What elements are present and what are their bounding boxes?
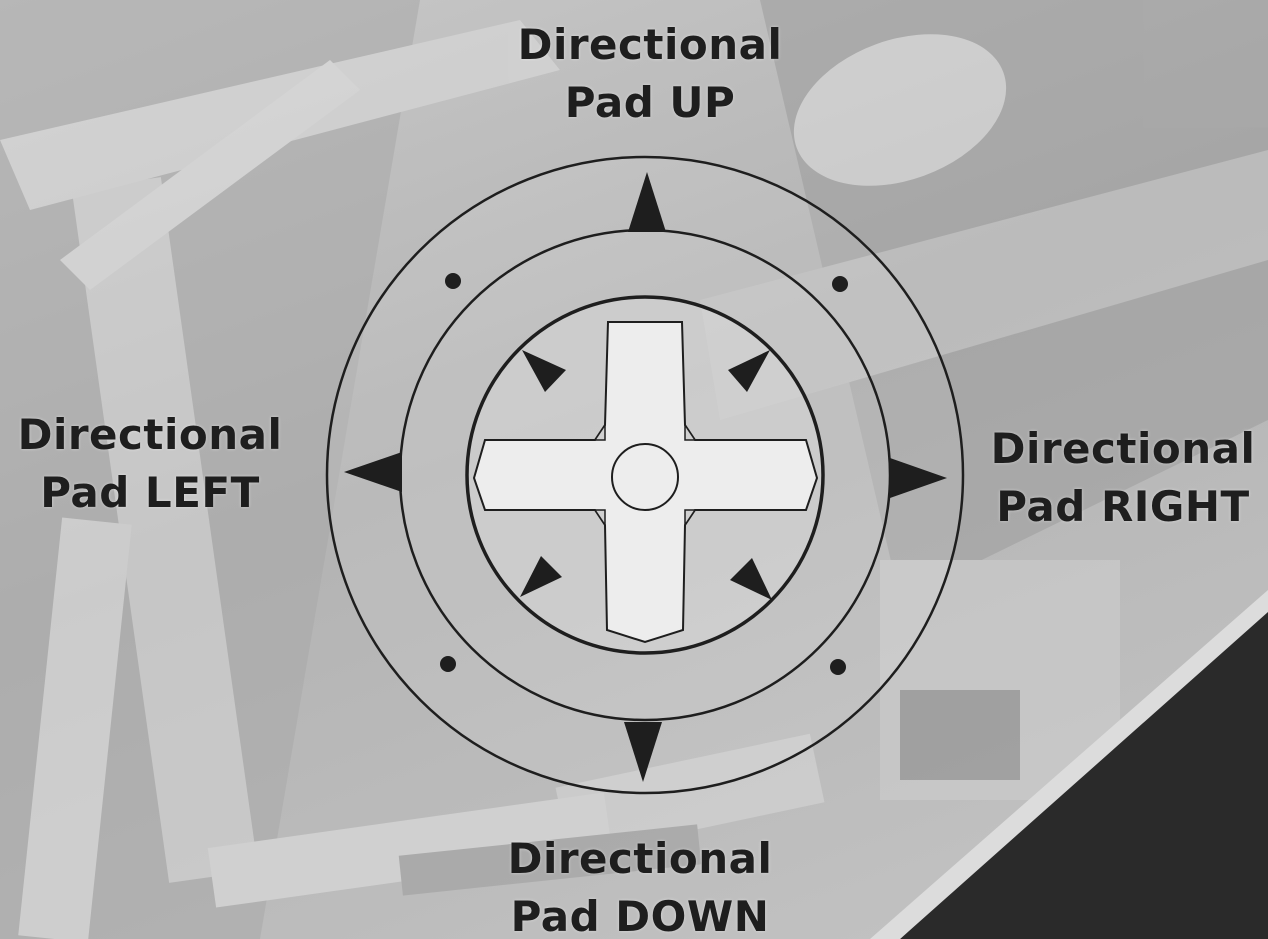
dot-up-right-icon: [832, 276, 848, 292]
label-dpad-down-line2: Pad DOWN: [490, 888, 790, 939]
dot-up-left-icon: [445, 273, 461, 289]
label-dpad-left-line1: Directional: [0, 406, 300, 464]
dot-down-right-icon: [830, 659, 846, 675]
label-dpad-down-line1: Directional: [490, 830, 790, 888]
dot-down-left-icon: [440, 656, 456, 672]
label-dpad-left: Directional Pad LEFT: [0, 406, 300, 522]
label-dpad-up-line1: Directional: [500, 16, 800, 74]
label-dpad-right-line2: Pad RIGHT: [978, 478, 1268, 536]
label-dpad-up-line2: Pad UP: [500, 74, 800, 132]
label-dpad-down: Directional Pad DOWN: [490, 830, 790, 939]
label-dpad-right-line1: Directional: [978, 420, 1268, 478]
label-dpad-left-line2: Pad LEFT: [0, 464, 300, 522]
label-dpad-up: Directional Pad UP: [500, 16, 800, 132]
label-dpad-right: Directional Pad RIGHT: [978, 420, 1268, 536]
dpad-center-icon: [612, 444, 678, 510]
